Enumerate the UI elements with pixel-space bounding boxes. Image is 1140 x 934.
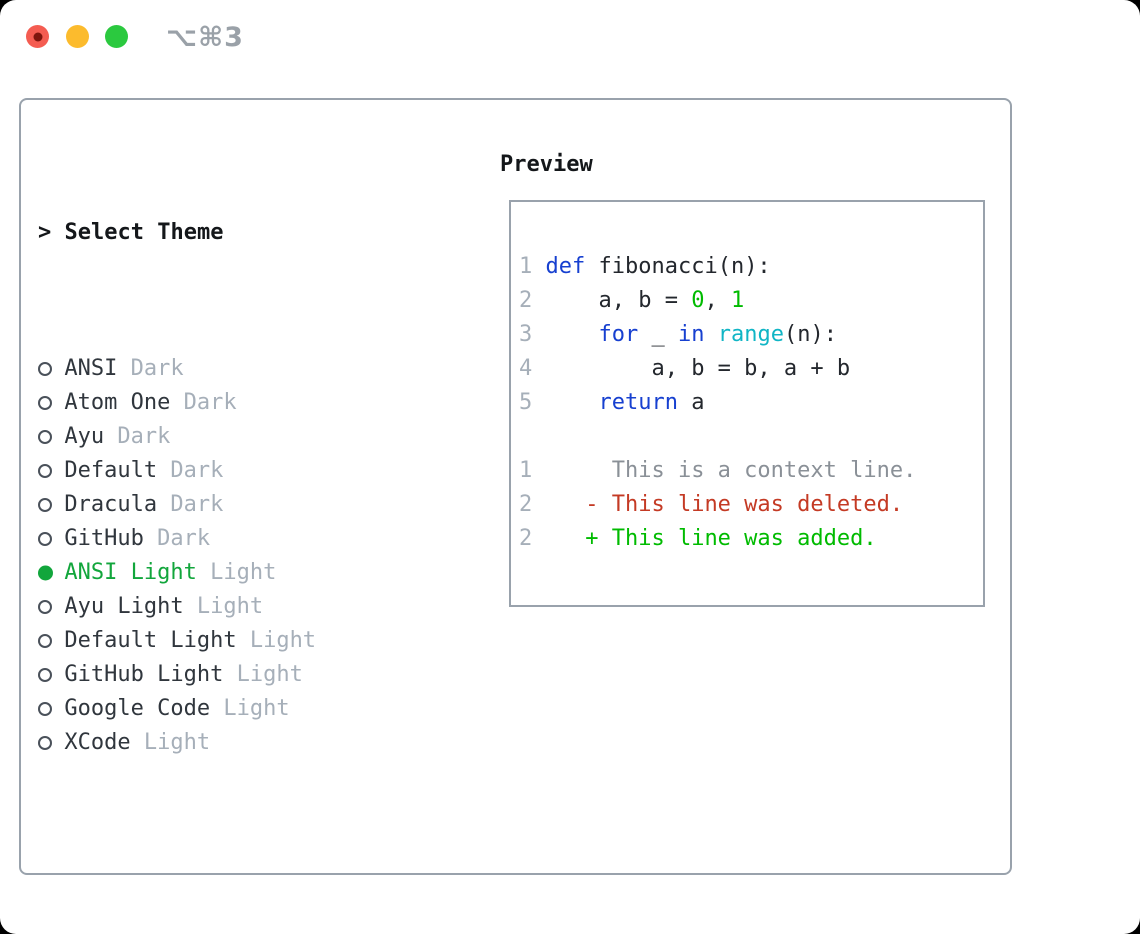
code-line: 3 for _ in range(n): xyxy=(519,322,837,347)
theme-name: GitHub Light xyxy=(64,662,224,687)
theme-variant-badge: Light xyxy=(196,594,264,619)
theme-name: Dracula xyxy=(64,492,158,517)
theme-name: Ayu xyxy=(64,424,105,449)
theme-variant-badge: Light xyxy=(210,560,277,585)
radio-selected-icon xyxy=(38,556,64,590)
theme-variant-badge: Light xyxy=(249,628,317,653)
theme-option[interactable]: ANSI Light Light xyxy=(38,556,409,590)
theme-name: ANSI xyxy=(64,356,118,381)
theme-name: Atom One xyxy=(64,390,171,415)
theme-name: XCode xyxy=(64,730,131,755)
theme-variant-badge: Light xyxy=(223,696,290,721)
code-line: 1 def fibonacci(n): xyxy=(519,254,771,279)
theme-variant-badge: Dark xyxy=(157,526,211,551)
theme-variant-badge: Dark xyxy=(117,424,171,449)
radio-icon xyxy=(38,726,64,760)
theme-name: Ayu Light xyxy=(64,594,184,619)
select-theme-title: Select Theme xyxy=(64,220,224,245)
theme-variant-badge: Dark xyxy=(130,356,184,381)
focus-prompt: > xyxy=(38,220,52,245)
theme-option[interactable]: Dracula Dark xyxy=(38,488,409,522)
code-preview: 1 def fibonacci(n): 2 a, b = 0, 1 3 for _ … xyxy=(519,250,983,420)
theme-option[interactable]: Ayu Dark xyxy=(38,420,409,454)
theme-option[interactable]: GitHub Dark xyxy=(38,522,409,556)
theme-variant-badge: Light xyxy=(143,730,211,755)
theme-variant-badge: Dark xyxy=(170,492,224,517)
radio-icon xyxy=(38,624,64,658)
radio-icon xyxy=(38,590,64,624)
radio-icon xyxy=(38,522,64,556)
select-theme-header: > Select Theme xyxy=(38,216,409,250)
preview-panel: 1 def fibonacci(n): 2 a, b = 0, 1 3 for _ … xyxy=(509,200,985,607)
theme-variant-badge: Dark xyxy=(170,458,224,483)
theme-name: Default xyxy=(64,458,158,483)
theme-name: Default Light xyxy=(64,628,237,653)
diff-line-deleted: 2 - This line was deleted. xyxy=(519,492,904,517)
theme-option[interactable]: Atom One Dark xyxy=(38,386,409,420)
code-line: 2 a, b = 0, 1 xyxy=(519,288,745,313)
theme-variant-badge: Dark xyxy=(183,390,237,415)
radio-icon xyxy=(38,488,64,522)
minimize-button[interactable] xyxy=(66,25,89,48)
preview-title: Preview xyxy=(500,152,593,177)
theme-name: Google Code xyxy=(64,696,211,721)
radio-icon xyxy=(38,454,64,488)
diff-line-context: 1 This is a context line. xyxy=(519,458,917,483)
close-button[interactable] xyxy=(26,25,49,48)
radio-icon xyxy=(38,420,64,454)
zoom-button[interactable] xyxy=(105,25,128,48)
unsaved-indicator-dot xyxy=(33,32,42,41)
diff-preview: 1 This is a context line. 2 - This line w… xyxy=(519,454,983,556)
theme-name: GitHub xyxy=(64,526,144,551)
radio-icon xyxy=(38,692,64,726)
theme-option[interactable]: Default Dark xyxy=(38,454,409,488)
spacer xyxy=(38,862,409,896)
theme-option[interactable]: Google Code Light xyxy=(38,692,409,726)
radio-icon xyxy=(38,386,64,420)
theme-option[interactable]: ANSI Dark xyxy=(38,352,409,386)
radio-icon xyxy=(38,352,64,386)
theme-option[interactable]: GitHub Light Light xyxy=(38,658,409,692)
theme-name: ANSI Light xyxy=(64,560,197,585)
code-line: 4 a, b = b, a + b xyxy=(519,356,851,381)
theme-option[interactable]: XCode Light xyxy=(38,726,409,760)
diff-line-added: 2 + This line was added. xyxy=(519,526,877,551)
radio-icon xyxy=(38,658,64,692)
theme-variant-badge: Light xyxy=(236,662,303,687)
theme-option[interactable]: Ayu Light Light xyxy=(38,590,409,624)
window-hotkey-label: ⌥⌘3 xyxy=(166,22,244,53)
code-line: 5 return a xyxy=(519,390,705,415)
theme-option[interactable]: Default Light Light xyxy=(38,624,409,658)
